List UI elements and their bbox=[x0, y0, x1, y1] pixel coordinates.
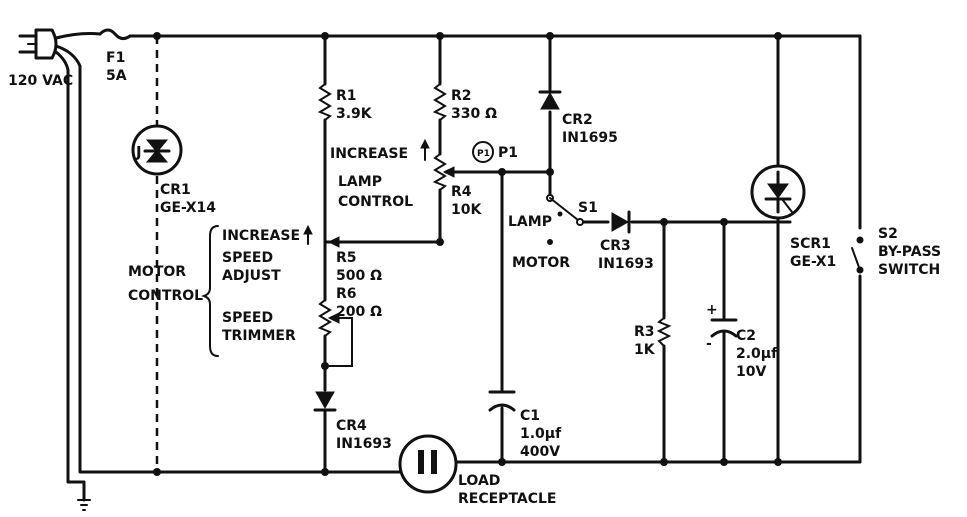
r4-wiper-arrow-icon bbox=[442, 166, 455, 178]
cr1-mark-label: J bbox=[135, 143, 142, 161]
fuse-f1-icon bbox=[98, 28, 132, 41]
cr1-ref-label: CR1 bbox=[160, 182, 191, 198]
r2-val-label: 330 Ω bbox=[451, 106, 497, 122]
c1-capacitor-icon bbox=[488, 390, 516, 412]
speed-trimmer-label-1: SPEED bbox=[222, 310, 273, 326]
r5-ref-label: R5 bbox=[336, 250, 357, 266]
r3-ref-label: R3 bbox=[634, 324, 655, 340]
cr3-ref-label: CR3 bbox=[600, 238, 631, 254]
lamp-label: LAMP bbox=[338, 174, 382, 190]
r4-val-label: 10K bbox=[451, 202, 482, 218]
cr3-diode-icon bbox=[611, 210, 631, 234]
increase-speed-label: INCREASE bbox=[222, 228, 300, 244]
p1-badge-label: P1 bbox=[477, 149, 490, 159]
s2-bypass-switch-icon[interactable] bbox=[851, 236, 864, 274]
cr4-diode-icon bbox=[313, 391, 337, 412]
motor-control-bracket bbox=[200, 225, 219, 357]
c2-val-label: 2.0µf bbox=[736, 346, 778, 362]
cr2-val-label: IN1695 bbox=[562, 130, 618, 146]
r1-val-label: 3.9K bbox=[336, 106, 373, 122]
r6-trimmer-icon bbox=[317, 299, 332, 337]
increase-speed-arrow-icon bbox=[303, 224, 313, 245]
power-plug-icon bbox=[18, 28, 58, 60]
control-label: CONTROL bbox=[128, 288, 203, 304]
increase-lamp-label: INCREASE bbox=[330, 146, 408, 162]
speed-adjust-label-2: ADJUST bbox=[222, 268, 281, 284]
lamp-control-label: CONTROL bbox=[338, 194, 413, 210]
c1-ref-label: C1 bbox=[520, 408, 540, 424]
r6-val-label: 200 Ω bbox=[336, 304, 382, 320]
r4-potentiometer-icon bbox=[432, 153, 447, 191]
increase-lamp-arrow-icon bbox=[420, 138, 430, 161]
speed-adjust-label-1: SPEED bbox=[222, 250, 273, 266]
wiring bbox=[54, 32, 862, 502]
cr1-diac-icon bbox=[131, 124, 183, 176]
c1-val-label: 1.0µf bbox=[520, 426, 562, 442]
s2-val-label-1: BY-PASS bbox=[878, 244, 941, 260]
r1-resistor-icon bbox=[317, 83, 332, 121]
p1-ref-label: P1 bbox=[498, 145, 518, 161]
r4-ref-label: R4 bbox=[451, 184, 472, 200]
fuse-ref-label: F1 bbox=[106, 50, 125, 66]
cr3-val-label: IN1693 bbox=[598, 256, 654, 272]
r3-resistor-icon bbox=[656, 317, 672, 347]
cr2-ref-label: CR2 bbox=[562, 112, 593, 128]
r1-ref-label: R1 bbox=[336, 88, 357, 104]
c2-minus-label: - bbox=[706, 336, 712, 352]
c1-volt-label: 400V bbox=[520, 444, 560, 460]
ground-icon bbox=[77, 499, 91, 511]
cr4-val-label: IN1693 bbox=[336, 436, 392, 452]
s1-switch-icon[interactable] bbox=[546, 194, 584, 245]
lamp-position-label: LAMP bbox=[508, 214, 552, 230]
r2-ref-label: R2 bbox=[451, 88, 472, 104]
receptacle-label: RECEPTACLE bbox=[458, 491, 557, 507]
s2-val-label-2: SWITCH bbox=[878, 262, 940, 278]
r3-val-label: 1K bbox=[634, 342, 656, 358]
c2-capacitor-icon bbox=[710, 318, 738, 338]
r6-wiper-icon bbox=[324, 312, 353, 367]
s2-ref-label: S2 bbox=[878, 226, 898, 242]
p1-badge-circle bbox=[472, 141, 494, 163]
r6-ref-label: R6 bbox=[336, 286, 357, 302]
scr1-ref-label: SCR1 bbox=[790, 236, 831, 252]
motor-label: MOTOR bbox=[128, 264, 186, 280]
cr1-val-label: GE-X14 bbox=[160, 200, 216, 216]
c2-plus-label: + bbox=[706, 302, 718, 318]
motor-position-label: MOTOR bbox=[512, 255, 570, 271]
load-receptacle-icon bbox=[398, 434, 458, 494]
speed-trimmer-label-2: TRIMMER bbox=[222, 328, 296, 344]
junction-dots bbox=[153, 32, 782, 476]
scr1-thyristor-icon bbox=[750, 164, 806, 220]
source-label: 120 VAC bbox=[8, 73, 73, 89]
scr1-val-label: GE-X1 bbox=[790, 254, 836, 270]
r2-resistor-icon bbox=[432, 83, 447, 121]
fuse-val-label: 5A bbox=[106, 68, 127, 84]
cr2-diode-icon bbox=[538, 90, 562, 110]
c2-volt-label: 10V bbox=[736, 364, 766, 380]
r5-wiper-arrow-icon bbox=[327, 236, 340, 248]
load-label: LOAD bbox=[458, 473, 500, 489]
r5-val-label: 500 Ω bbox=[336, 268, 382, 284]
s1-ref-label: S1 bbox=[578, 200, 598, 216]
c2-ref-label: C2 bbox=[736, 328, 756, 344]
cr4-ref-label: CR4 bbox=[336, 418, 367, 434]
